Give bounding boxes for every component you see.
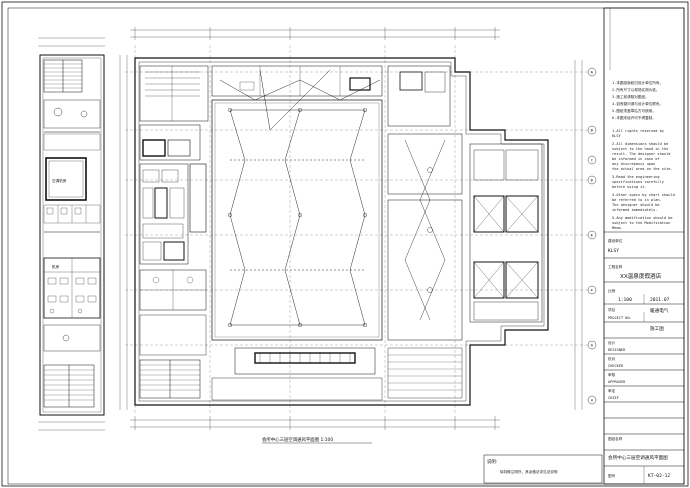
sheet-title: 会所中心三层空调通风平面图 bbox=[608, 454, 668, 461]
svg-text:KLSY: KLSY bbox=[612, 134, 621, 138]
review-label: 审核 bbox=[608, 372, 616, 377]
checked-value: CHECKER bbox=[608, 364, 624, 368]
sheet-title-label: 图纸名称 bbox=[608, 436, 623, 441]
drawing-caption: 会所中心三层空调通风平面图 1:100 bbox=[262, 436, 333, 443]
axis-label-g: G bbox=[591, 343, 593, 347]
svg-text:5.Any modification should be: 5.Any modification should be bbox=[612, 216, 673, 220]
left-room-label-1: 空调机房 bbox=[52, 178, 67, 183]
review-value: APPROVED bbox=[608, 380, 625, 384]
svg-text:1.本图纸版权归设计单位所有。: 1.本图纸版权归设计单位所有。 bbox=[612, 80, 663, 85]
svg-text:informed immediately.: informed immediately. bbox=[612, 208, 657, 212]
discipline: 暖通电气 bbox=[650, 307, 669, 314]
svg-text:be referred to in plan.: be referred to in plan. bbox=[612, 198, 662, 202]
date-value: 2011.07 bbox=[650, 297, 670, 303]
svg-text:Memo.: Memo. bbox=[612, 226, 623, 230]
svg-text:result. The designer should: result. The designer should bbox=[612, 152, 670, 156]
sheet-no: KT-02-12 bbox=[648, 473, 670, 479]
notes-box-text: 除特殊注明外，其余做法详见总说明 bbox=[500, 469, 558, 474]
svg-text:2.所有尺寸以现场实测为准。: 2.所有尺寸以现场实测为准。 bbox=[612, 87, 659, 92]
drawn-value: DESIGNER bbox=[608, 348, 626, 352]
svg-text:specifications carefully: specifications carefully bbox=[612, 180, 665, 184]
svg-text:any discrepancy upon: any discrepancy upon bbox=[612, 162, 655, 166]
axis-label-e: E bbox=[591, 233, 593, 237]
svg-text:3.施工前请核对图纸。: 3.施工前请核对图纸。 bbox=[612, 94, 649, 99]
title-block-notes-en: 1.All rights reserved by KLSY 2.All dime… bbox=[612, 129, 675, 230]
axis-label-h: H bbox=[591, 398, 593, 402]
svg-text:before using it.: before using it. bbox=[612, 185, 647, 189]
notes-box-label: 说明: bbox=[487, 458, 497, 465]
title-block-notes-cn: 1.本图纸版权归设计单位所有。 2.所有尺寸以现场实测为准。 3.施工前请核对图… bbox=[612, 80, 663, 120]
client-value: KLSY bbox=[608, 248, 619, 254]
title-block bbox=[603, 7, 685, 485]
notes-box bbox=[483, 454, 603, 484]
left-room-label-2: 机房 bbox=[52, 264, 60, 269]
design-stage: 施工图 bbox=[650, 325, 664, 332]
checked-label: 校对 bbox=[608, 356, 616, 361]
svg-text:subject to the hand in the: subject to the hand in the bbox=[612, 147, 668, 151]
axis-label-b: B bbox=[591, 128, 593, 132]
svg-text:subject to the Modification: subject to the Modification bbox=[612, 221, 670, 225]
svg-text:5.图纸须盖章后方可使用。: 5.图纸须盖章后方可使用。 bbox=[612, 108, 656, 113]
svg-text:the actual area on the site.: the actual area on the site. bbox=[612, 167, 673, 171]
axis-label-c: C bbox=[591, 158, 593, 162]
project-name: XX温泉度假酒店 bbox=[620, 272, 662, 280]
approve-value: CHIEF bbox=[608, 396, 619, 400]
svg-text:be informed in case of: be informed in case of bbox=[612, 157, 660, 161]
svg-text:6.本图未经许可不得复制。: 6.本图未经许可不得复制。 bbox=[612, 115, 656, 120]
svg-text:4.Other specs by chart should: 4.Other specs by chart should bbox=[612, 193, 675, 197]
svg-text:2.All dimensions should be: 2.All dimensions should be bbox=[612, 142, 668, 146]
project-label: 工程名称 bbox=[608, 264, 623, 269]
scale-value: 1:100 bbox=[618, 297, 632, 303]
axis-label-d: D bbox=[591, 178, 593, 182]
svg-text:1.All rights reserved by: 1.All rights reserved by bbox=[612, 129, 665, 133]
approve-label: 审定 bbox=[608, 388, 616, 393]
stage-value: PROJECT NO. bbox=[608, 316, 632, 320]
scale-label: 比例 bbox=[608, 288, 616, 293]
client-label: 建设单位 bbox=[608, 238, 623, 243]
axis-label-f: F bbox=[591, 288, 593, 292]
sheet-no-label: 图号 bbox=[608, 473, 616, 478]
axis-label-a: A bbox=[591, 70, 593, 74]
main-floor-plan bbox=[119, 27, 597, 430]
svg-text:3.Read the engineering: 3.Read the engineering bbox=[612, 175, 660, 179]
left-side-plan bbox=[38, 37, 105, 431]
stage-label: 项目 bbox=[608, 307, 615, 312]
drawn-label: 设计 bbox=[608, 340, 616, 345]
svg-text:The designer should be: The designer should be bbox=[612, 203, 660, 207]
svg-text:4.如有疑问请与设计单位联系。: 4.如有疑问请与设计单位联系。 bbox=[612, 101, 663, 106]
